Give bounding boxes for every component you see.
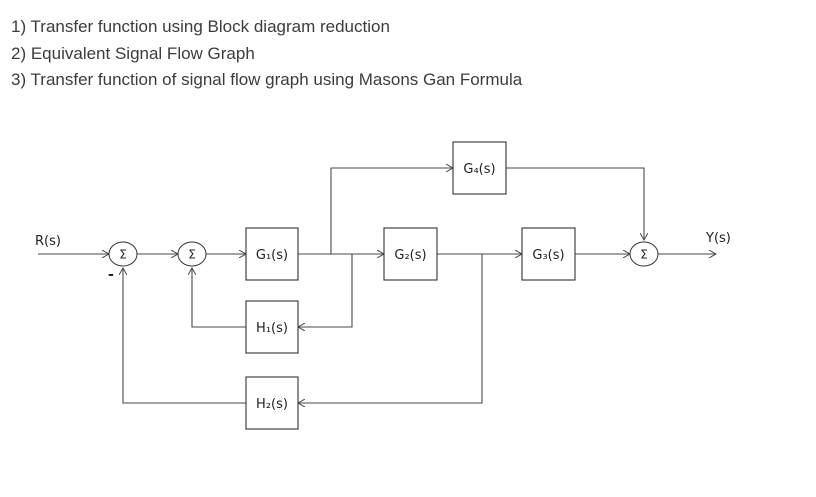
input-label: R(s) (35, 234, 61, 249)
wire-h1-sum2 (192, 268, 246, 328)
wire-to-h2 (298, 254, 483, 403)
wire-to-h1 (298, 254, 353, 327)
summing-junction-1 (108, 241, 138, 267)
block-g2 (383, 227, 438, 281)
question-list: 1) Transfer function using Block diagram… (11, 14, 522, 94)
block-g4 (452, 141, 507, 195)
question-1: 1) Transfer function using Block diagram… (11, 17, 390, 36)
output-label: Y(s) (705, 231, 731, 246)
block-g3 (521, 227, 576, 281)
question-2: 2) Equivalent Signal Flow Graph (11, 43, 255, 63)
wire-to-g4 (330, 168, 453, 254)
summing-junction-1-symbol: Σ (119, 248, 127, 262)
block-h1-label: H₁(s) (256, 321, 288, 336)
question-3: 3) Transfer function of signal flow grap… (11, 70, 523, 89)
block-g1-label: G₁(s) (256, 248, 288, 263)
summing-junction-3 (629, 241, 659, 267)
summing-junction-3-symbol: Σ (640, 248, 648, 262)
block-h1 (245, 300, 299, 354)
block-g1 (245, 227, 299, 281)
block-g4-label: G₄(s) (463, 162, 495, 177)
block-h2 (245, 376, 299, 430)
wire-g4-sum3 (506, 167, 644, 240)
wire-h2-sum1 (123, 268, 246, 404)
summing-junction-2 (177, 241, 207, 267)
block-g3-label: G₃(s) (532, 248, 564, 263)
block-g2-label: G₂(s) (394, 248, 426, 263)
summing-junction-2-symbol: Σ (188, 248, 196, 262)
negative-sign: - (108, 267, 114, 283)
block-h2-label: H₂(s) (256, 397, 288, 412)
